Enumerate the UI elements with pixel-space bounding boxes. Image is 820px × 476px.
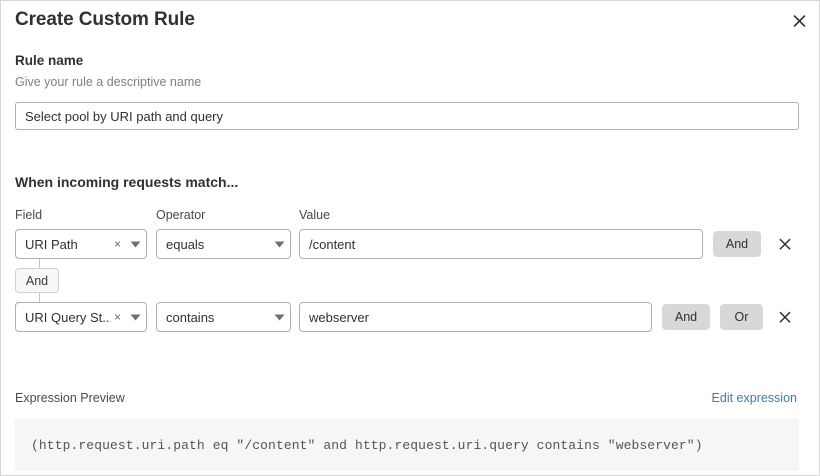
close-icon bbox=[778, 310, 792, 324]
expression-preview-label: Expression Preview bbox=[15, 391, 125, 405]
operator-select-1[interactable]: equals bbox=[156, 229, 291, 259]
chevron-down-icon[interactable] bbox=[268, 314, 290, 321]
field-select-2[interactable]: URI Query St... × bbox=[15, 302, 147, 332]
clear-icon[interactable]: × bbox=[113, 237, 121, 251]
field-select-1[interactable]: URI Path × bbox=[15, 229, 147, 259]
close-dialog-button[interactable] bbox=[788, 9, 810, 31]
condition-row: URI Path × equals And bbox=[1, 229, 819, 259]
edit-expression-link[interactable]: Edit expression bbox=[711, 391, 797, 405]
expression-preview-text: (http.request.uri.path eq "/content" and… bbox=[31, 437, 703, 453]
column-header-field: Field bbox=[15, 208, 43, 222]
rule-name-input[interactable] bbox=[15, 102, 799, 130]
and-button-row-2[interactable]: And bbox=[662, 304, 710, 330]
remove-condition-button-1[interactable] bbox=[775, 230, 795, 258]
close-icon bbox=[778, 237, 792, 251]
match-section-heading: When incoming requests match... bbox=[15, 174, 239, 190]
rule-name-help-text: Give your rule a descriptive name bbox=[15, 75, 202, 89]
column-header-value: Value bbox=[299, 208, 331, 222]
value-input-1[interactable] bbox=[299, 229, 703, 259]
chevron-down-icon[interactable] bbox=[268, 241, 290, 248]
remove-condition-button-2[interactable] bbox=[775, 303, 795, 331]
and-button-row-1[interactable]: And bbox=[713, 231, 761, 257]
value-input-2[interactable] bbox=[299, 302, 652, 332]
operator-select-2[interactable]: contains bbox=[156, 302, 291, 332]
rule-name-label: Rule name bbox=[15, 53, 84, 68]
or-button-row-2[interactable]: Or bbox=[720, 304, 763, 330]
close-icon bbox=[792, 13, 807, 28]
operator-select-2-value: contains bbox=[166, 309, 215, 325]
condition-row: URI Query St... × contains And Or bbox=[1, 302, 819, 332]
expression-preview-box: (http.request.uri.path eq "/content" and… bbox=[15, 419, 799, 471]
clear-icon[interactable]: × bbox=[113, 310, 121, 324]
field-select-2-value: URI Query St... bbox=[25, 309, 111, 325]
chevron-down-icon[interactable] bbox=[124, 314, 146, 321]
connector-and-badge[interactable]: And bbox=[15, 268, 59, 293]
chevron-down-icon[interactable] bbox=[124, 241, 146, 248]
field-select-1-value: URI Path bbox=[25, 236, 78, 252]
page-title: Create Custom Rule bbox=[15, 9, 195, 30]
operator-select-1-value: equals bbox=[166, 236, 205, 252]
column-header-operator: Operator bbox=[156, 208, 206, 222]
